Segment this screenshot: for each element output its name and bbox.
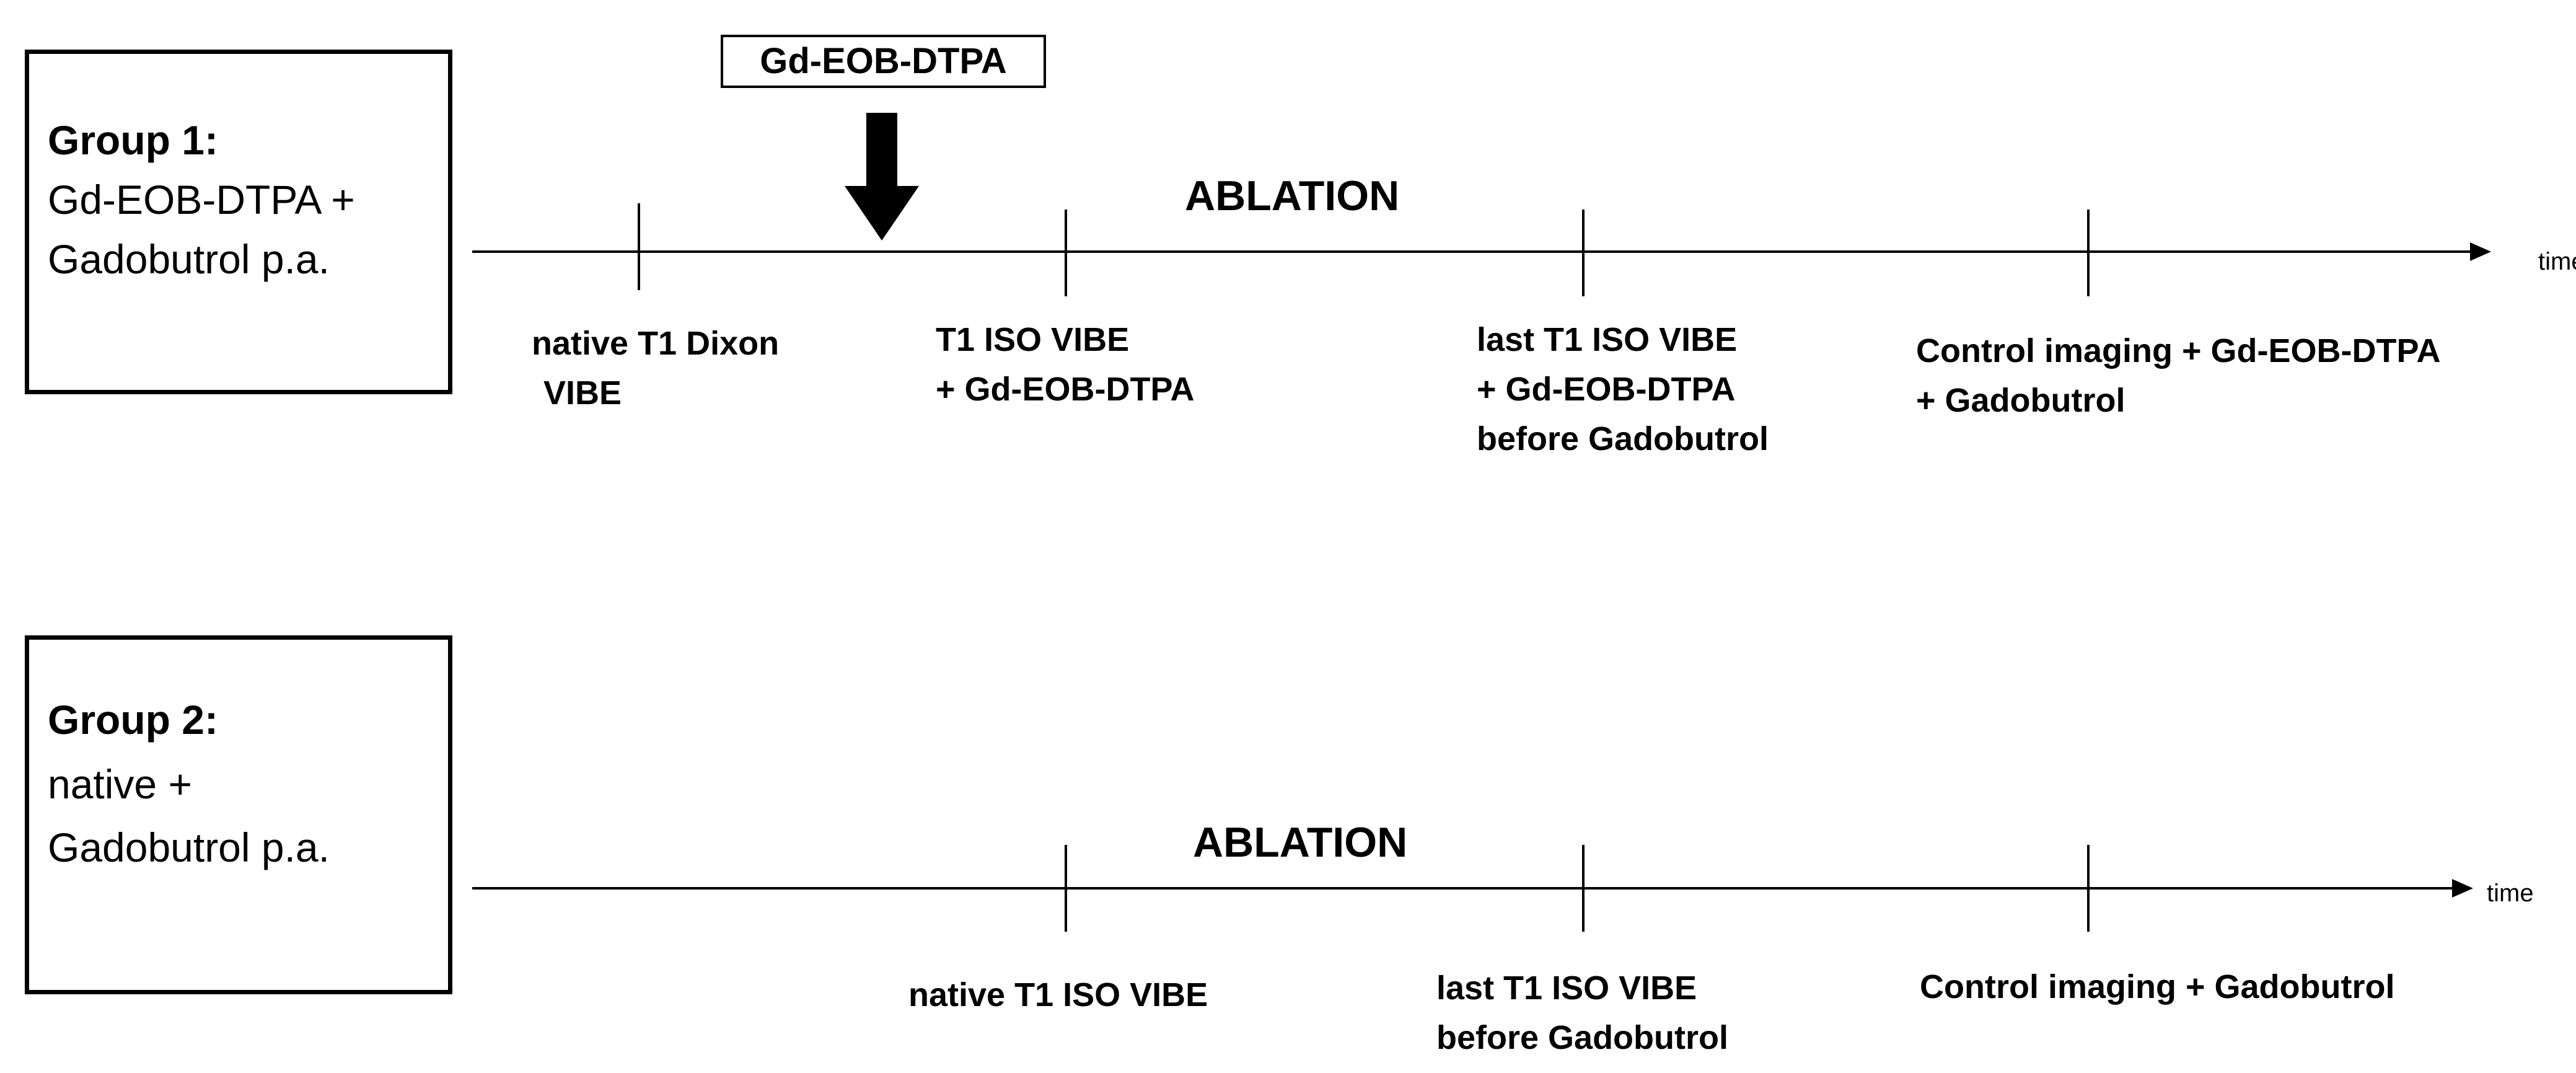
group-1-event-3-line-2: + Gd-EOB-DTPA [1477, 371, 1736, 408]
group-1-time-label: time [2538, 248, 2576, 275]
group-1-box: Group 1: Gd-EOB-DTPA + Gadobutrol p.a. [25, 50, 452, 394]
down-arrow-icon [845, 113, 919, 241]
group-1-event-4-line-2: + Gadobutrol [1916, 382, 2125, 419]
group-1-ablation-label: ABLATION [1185, 172, 1400, 219]
group-1-tick-last-t1-iso-vibe [1582, 210, 1585, 296]
group-1-time-axis [472, 250, 2474, 253]
group-2-box: Group 2: native + Gadobutrol p.a. [25, 635, 452, 994]
group-1-title: Group 1: [48, 117, 218, 163]
group-2-event-3-line-1: Control imaging + Gadobutrol [1920, 968, 2395, 1005]
group-1-tick-t1-iso-vibe [1065, 210, 1067, 296]
group-1-time-axis-arrowhead [2470, 242, 2491, 261]
group-2-tick-control-imaging [2087, 845, 2090, 932]
group-2-protocol-line-2: Gadobutrol p.a. [48, 824, 330, 870]
group-1-event-4-line-1: Control imaging + Gd-EOB-DTPA [1916, 332, 2441, 369]
group-2-tick-last-t1-iso-vibe [1582, 845, 1585, 932]
group-1-event-2-line-2: + Gd-EOB-DTPA [936, 371, 1195, 408]
group-1-event-2-line-1: T1 ISO VIBE [936, 321, 1130, 358]
group-1-tick-control-imaging [2087, 210, 2090, 296]
group-1-protocol-line-1: Gd-EOB-DTPA + [48, 177, 355, 223]
gd-eob-dtpa-injection-box: Gd-EOB-DTPA [721, 35, 1046, 88]
group-2-event-1-line-1: native T1 ISO VIBE [908, 976, 1208, 1013]
group-2-time-label: time [2487, 880, 2534, 907]
group-1-tick-native-dixon [638, 203, 640, 290]
group-2-time-axis-arrowhead [2452, 879, 2473, 898]
group-2-time-axis [472, 887, 2455, 890]
group-1-event-1-line-2: VIBE [543, 374, 622, 412]
group-2-protocol-line-1: native + [48, 761, 192, 807]
group-2-title: Group 2: [48, 697, 218, 743]
group-1-event-1-line-1: native T1 Dixon [532, 325, 780, 362]
group-2-ablation-label: ABLATION [1193, 819, 1408, 866]
group-1-event-3-line-1: last T1 ISO VIBE [1477, 321, 1738, 358]
group-1-event-3-line-3: before Gadobutrol [1477, 420, 1769, 457]
group-1-protocol-line-2: Gadobutrol p.a. [48, 236, 330, 282]
group-2-event-2-line-2: before Gadobutrol [1436, 1019, 1728, 1056]
group-2-tick-native-t1-iso-vibe [1065, 845, 1067, 932]
group-2-event-2-line-1: last T1 ISO VIBE [1436, 969, 1697, 1007]
